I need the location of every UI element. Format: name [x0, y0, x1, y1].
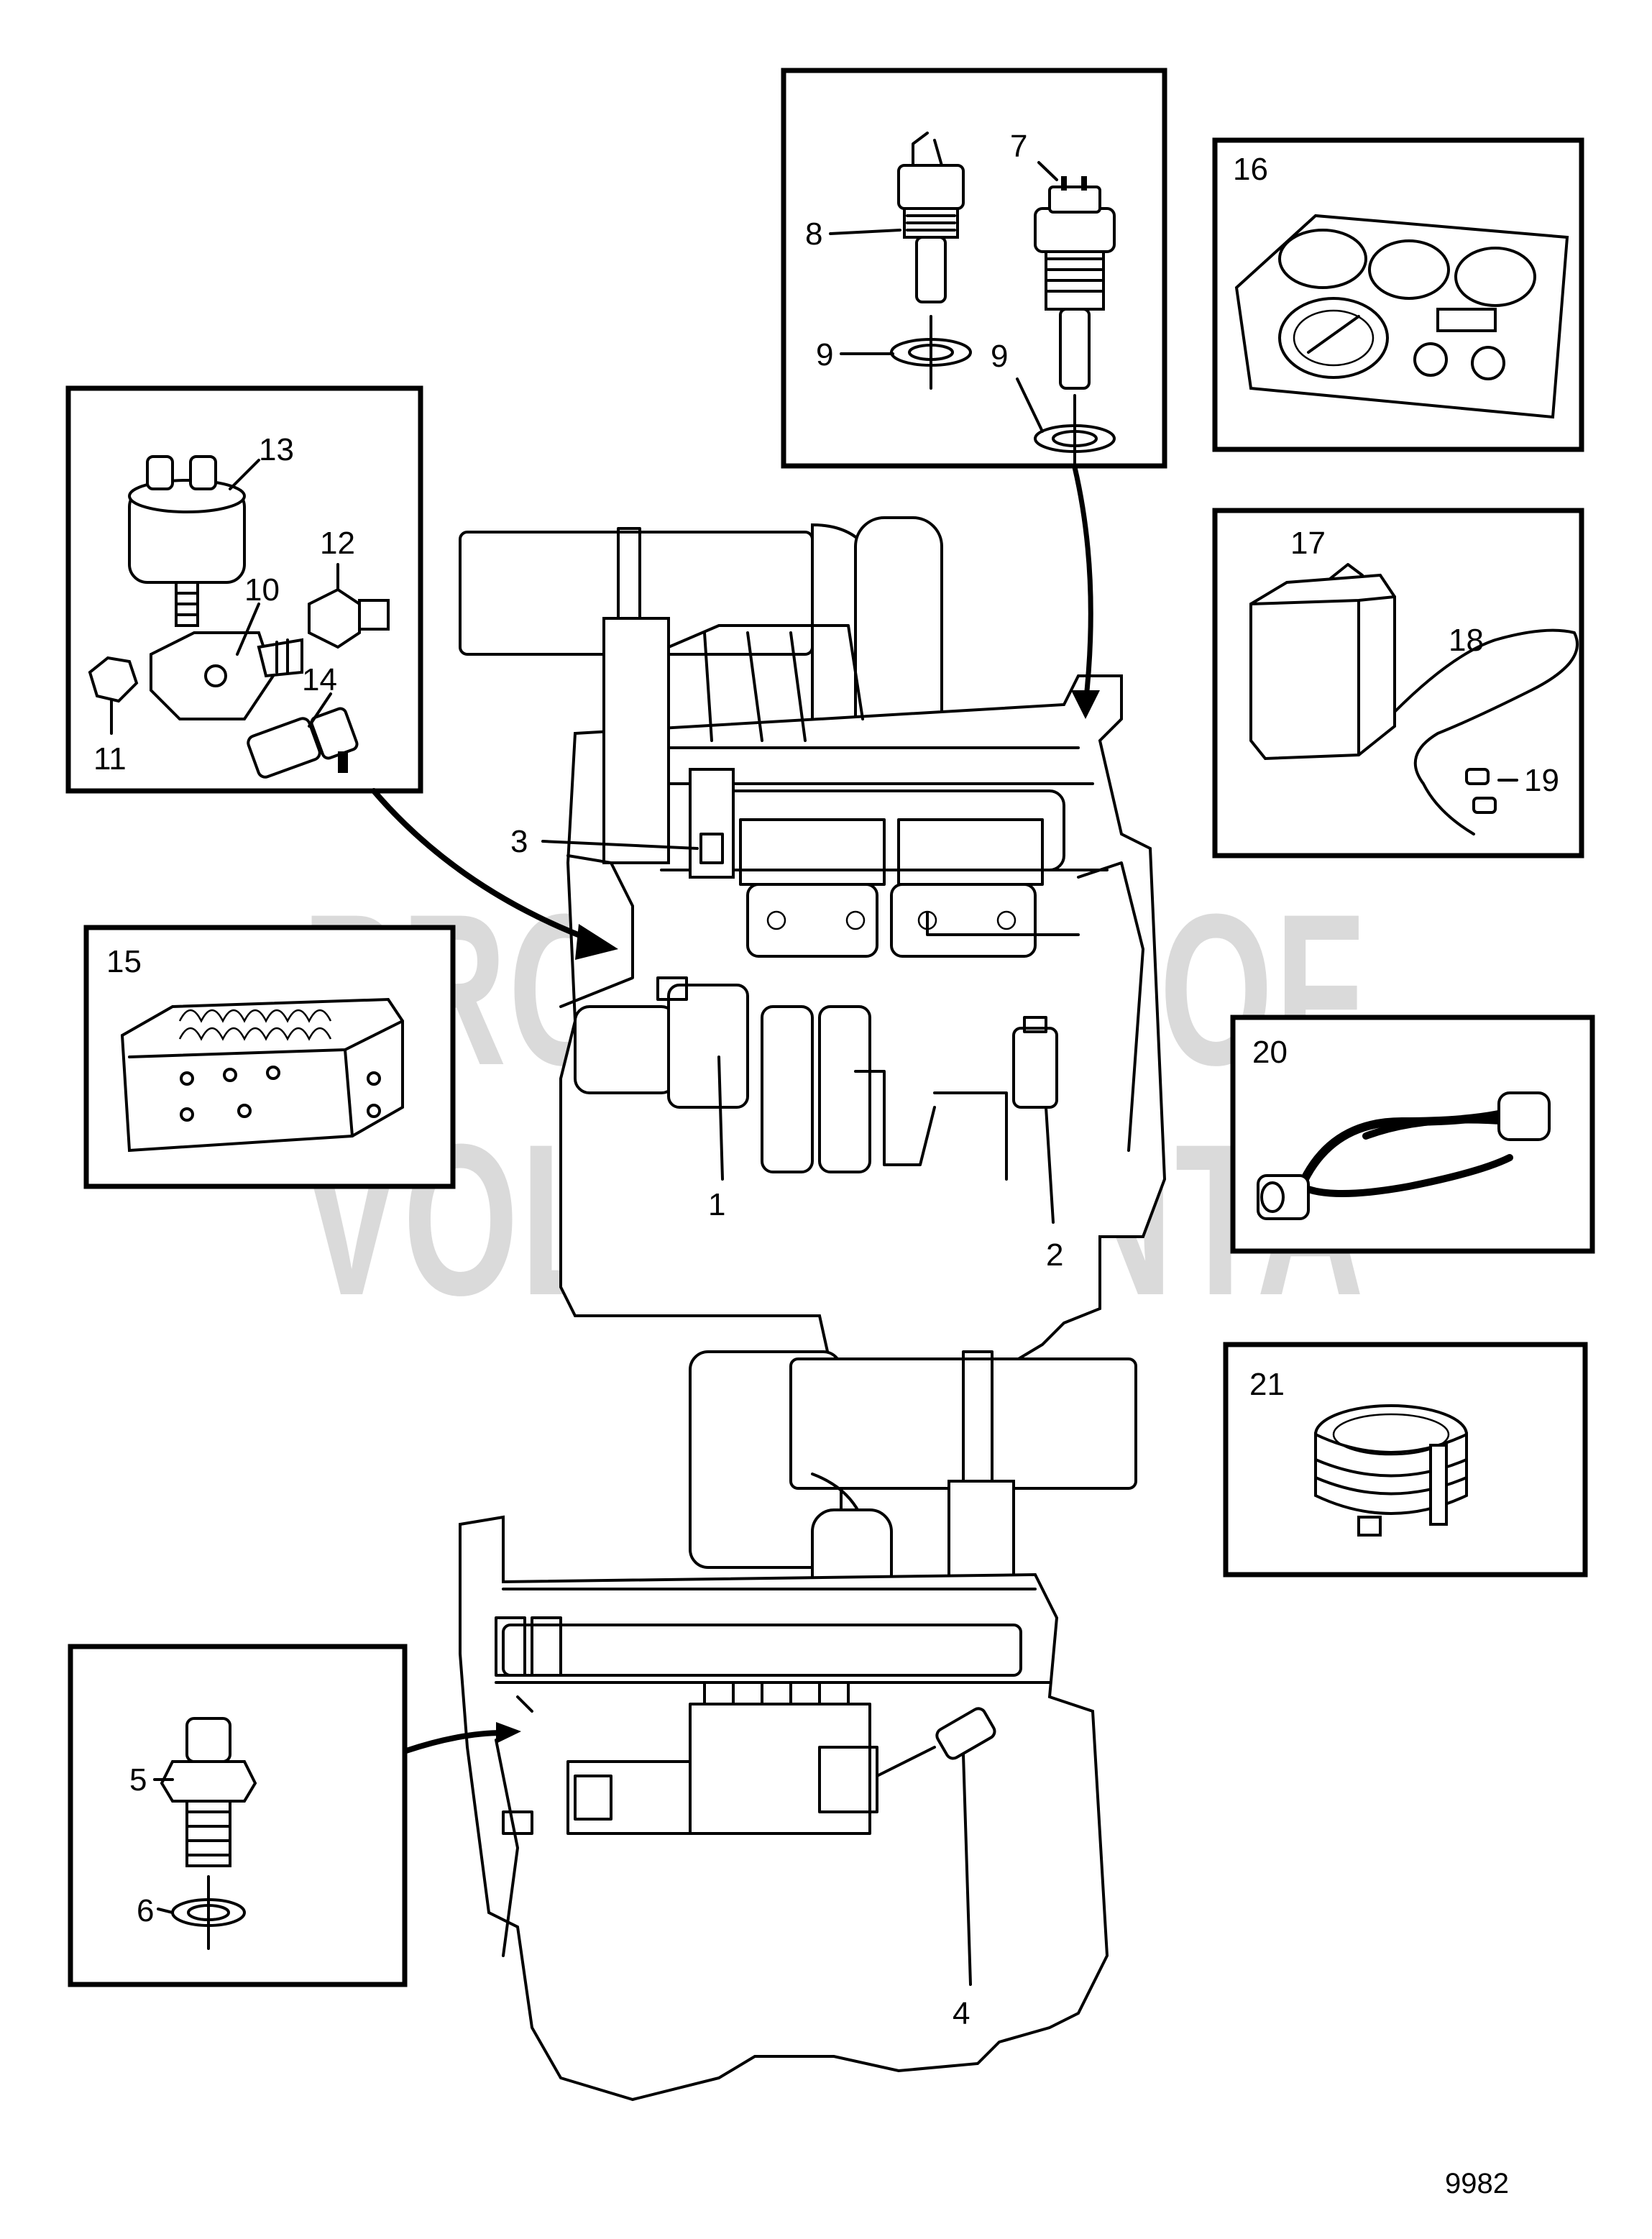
- callout-16: 16: [1233, 152, 1268, 187]
- callout-6: 6: [137, 1893, 154, 1928]
- callout-18: 18: [1449, 623, 1484, 658]
- callout-13: 13: [259, 432, 294, 467]
- inset-control-unit: 17 18 19: [1212, 508, 1584, 858]
- inset-gauge: 21: [1223, 1342, 1588, 1578]
- callout-21: 21: [1249, 1367, 1285, 1402]
- callout-17: 17: [1290, 526, 1326, 561]
- callout-8: 8: [805, 216, 822, 252]
- callout-2: 2: [1046, 1237, 1063, 1273]
- inset-instrument-panel: 16: [1212, 137, 1584, 452]
- callout-15: 15: [106, 944, 142, 979]
- upper-engine-drawing: [459, 516, 1167, 1390]
- callout-14: 14: [302, 662, 337, 697]
- inset-oil-pressure-sender: 13 12 10 11 14: [65, 385, 423, 794]
- callout-9b: 9: [991, 339, 1008, 374]
- inset-cable-harness: 20: [1230, 1015, 1595, 1254]
- inset-temperature-senders: 8 7 9 9: [781, 68, 1167, 469]
- inset-temperature-switch: 5 6: [68, 1644, 408, 1987]
- callout-3: 3: [510, 824, 528, 859]
- callout-19: 19: [1524, 763, 1559, 798]
- engine-callouts: 1 2 3 4: [510, 824, 1063, 2031]
- inset-relay-box: 15: [83, 925, 456, 1189]
- callout-20: 20: [1252, 1035, 1288, 1070]
- callout-4: 4: [953, 1996, 970, 2031]
- callout-1: 1: [708, 1187, 725, 1222]
- callout-9a: 9: [816, 337, 833, 372]
- callout-12: 12: [320, 526, 355, 561]
- callout-10: 10: [244, 572, 280, 608]
- lower-engine-drawing: [459, 1350, 1137, 2102]
- callout-5: 5: [129, 1762, 147, 1798]
- callout-11: 11: [93, 741, 127, 777]
- callout-7: 7: [1010, 129, 1027, 164]
- figure-number: 9982: [1445, 2168, 1509, 2199]
